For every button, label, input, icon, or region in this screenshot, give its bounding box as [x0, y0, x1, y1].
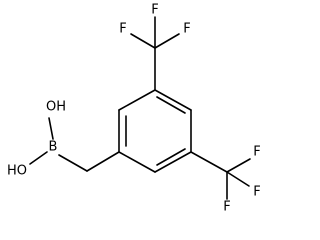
fluorine-label: F: [183, 22, 190, 37]
bond: [226, 171, 250, 187]
bond: [130, 33, 156, 49]
boron-label: B: [49, 140, 58, 155]
ring-double-bond: [156, 148, 186, 166]
ring-bond: [154, 151, 192, 173]
bond: [29, 151, 48, 165]
chemical-structure-diagram: F F F F F F B OH HO: [7, 3, 261, 215]
bond: [58, 154, 88, 172]
bond: [226, 158, 251, 173]
fluorine-label: F: [119, 22, 126, 37]
cf3-group-top: F F F: [119, 3, 191, 91]
cf3-group-bottom: F F F: [190, 145, 261, 215]
bond: [190, 151, 228, 173]
ring-bond: [154, 89, 192, 111]
fluorine-label: F: [253, 145, 260, 160]
bond: [86, 151, 120, 172]
fluorine-label: F: [253, 185, 260, 200]
fluorine-label: F: [151, 3, 158, 18]
fluorine-label: F: [223, 200, 230, 215]
hydroxyl-label: OH: [46, 100, 66, 115]
ring-double-bond: [156, 96, 186, 114]
ring-bond: [118, 89, 156, 111]
benzene-ring: [118, 89, 192, 173]
ring-bond: [118, 151, 156, 173]
hydroxyl-label: HO: [7, 164, 27, 179]
bond: [48, 117, 54, 140]
boronic-acid-group: B OH HO: [7, 100, 120, 179]
bond: [154, 33, 180, 49]
